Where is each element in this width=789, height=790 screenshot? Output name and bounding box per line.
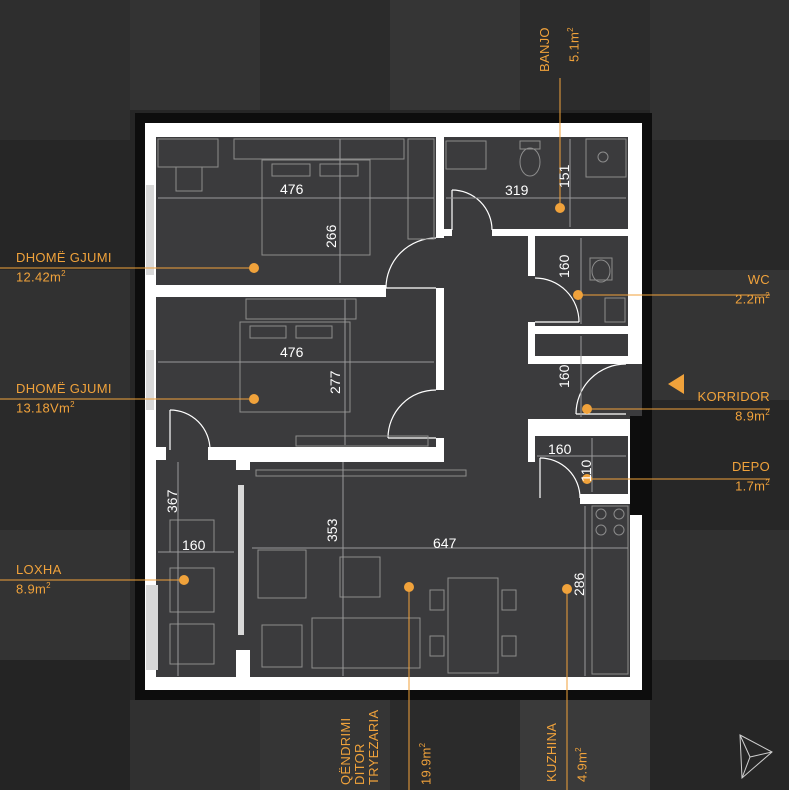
windows <box>146 185 244 670</box>
dim-266: 266 <box>323 224 339 248</box>
label-dhome1: DHOMË GJUMI 12.42m2 <box>16 250 112 285</box>
dim-151: 151 <box>556 164 572 188</box>
door-swings <box>169 189 627 499</box>
label-kuzhina: KUZHINA <box>544 722 559 782</box>
callout-lines <box>0 78 770 790</box>
label-dhome2: DHOMË GJUMI 13.18Vm2 <box>16 381 112 416</box>
label-banjo-area: 5.1m2 <box>566 27 582 62</box>
dim-367: 367 <box>164 489 180 513</box>
dim-476-bedroom1: 476 <box>280 181 304 197</box>
marker-kuzhina <box>562 584 572 594</box>
label-loxha: LOXHA 8.9m2 <box>16 562 62 597</box>
label-qendrimi: QËNDRIMI DITOR TRYEZARIA <box>338 709 381 785</box>
dim-160-loxha: 160 <box>182 537 206 553</box>
dim-160-depo: 160 <box>548 441 572 457</box>
marker-depo <box>582 474 592 484</box>
entrance-arrow-icon <box>668 374 684 394</box>
room-floors <box>156 137 630 677</box>
marker-banjo <box>555 203 565 213</box>
label-banjo: BANJO <box>537 27 552 72</box>
dim-277: 277 <box>327 370 343 394</box>
marker-dhome1 <box>249 263 259 273</box>
dim-476-bedroom2: 476 <box>280 344 304 360</box>
compass-north-icon <box>739 734 773 780</box>
label-depo: DEPO 1.7m2 <box>731 459 770 494</box>
marker-qendrimi <box>404 582 414 592</box>
label-kuzhina-area: 4.9m2 <box>574 747 590 782</box>
marker-dhome2 <box>249 394 259 404</box>
furniture <box>157 138 629 675</box>
dim-160-wc: 160 <box>556 254 572 278</box>
dim-110: 110 <box>578 459 594 482</box>
marker-wc <box>573 290 583 300</box>
marker-korridor <box>582 404 592 414</box>
label-qendrimi-area: 19.9m2 <box>418 742 434 785</box>
dim-353: 353 <box>324 518 340 542</box>
dimension-lines <box>158 139 628 676</box>
label-korridor: KORRIDOR 8.9m2 <box>697 389 770 424</box>
dim-160-korridor: 160 <box>556 364 572 388</box>
dim-319: 319 <box>505 182 529 198</box>
room-markers <box>179 203 592 594</box>
dim-286: 286 <box>571 572 587 596</box>
dim-647: 647 <box>433 535 457 551</box>
marker-loxha <box>179 575 189 585</box>
label-wc: WC 2.2m2 <box>735 272 770 307</box>
